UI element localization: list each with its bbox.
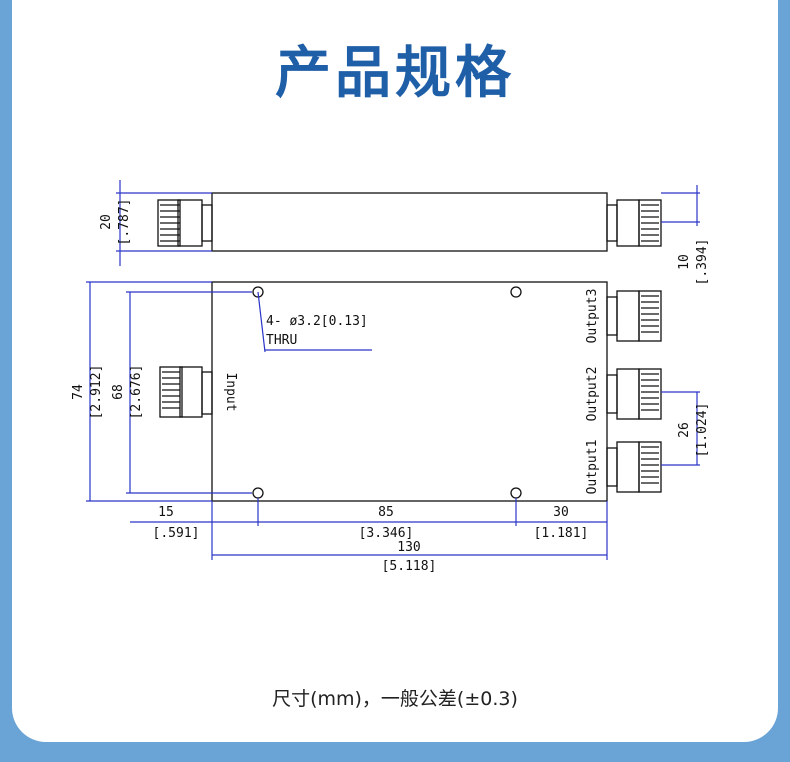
side-left-connector [157,199,213,247]
dim-left-offset-mm: 15 [158,505,174,520]
hole-note: 4- ø3.2[0.13] [266,314,368,329]
dim-total-length-mm: 130 [397,540,420,555]
mount-hole [510,286,522,298]
side-right-connector [606,199,662,247]
top-view: 4- ø3.2[0.13] THRU Input [71,281,710,574]
dim-right-offset-inch: [1.181] [534,526,589,541]
output-connector-3 [606,290,662,342]
dim-hole-spacing-v-mm: 68 [111,384,126,400]
side-view: 20 [.787] 10 [.394] [99,180,710,285]
spec-card: 产品规格 尺寸(mm)，一般公差(±0.3) [12,0,778,742]
dim-hole-spacing-h-inch: [3.346] [359,526,414,541]
dim-output-pitch-mm: 26 [677,422,692,438]
dim-total-height-inch: [2.912] [89,365,104,420]
tolerance-caption: 尺寸(mm)，一般公差(±0.3) [272,688,518,710]
dim-connector-offset-mm: 10 [677,254,692,270]
dim-side-height-inch: [.787] [117,199,132,246]
hole-note-thru: THRU [266,333,297,348]
dim-right-offset-mm: 30 [553,505,569,520]
output-connector-2 [606,368,662,420]
dim-hole-spacing-v-inch: [2.676] [129,365,144,420]
input-connector [159,366,213,418]
mount-hole [510,487,522,499]
dim-side-height-mm: 20 [99,214,114,230]
output2-label: Output2 [585,367,600,422]
page-title: 产品规格 [275,41,515,106]
dim-connector-offset-inch: [.394] [695,239,710,286]
input-label: Input [223,372,238,411]
dim-left-offset-inch: [.591] [153,526,200,541]
dim-hole-spacing-h-mm: 85 [378,505,394,520]
output1-label: Output1 [585,440,600,495]
mount-hole [252,487,264,499]
output-connector-1 [606,441,662,493]
side-body [211,192,608,252]
dim-output-pitch-inch: [1.024] [695,403,710,458]
dim-total-length-inch: [5.118] [382,559,437,574]
dim-total-height-mm: 74 [71,384,86,400]
output3-label: Output3 [585,289,600,344]
